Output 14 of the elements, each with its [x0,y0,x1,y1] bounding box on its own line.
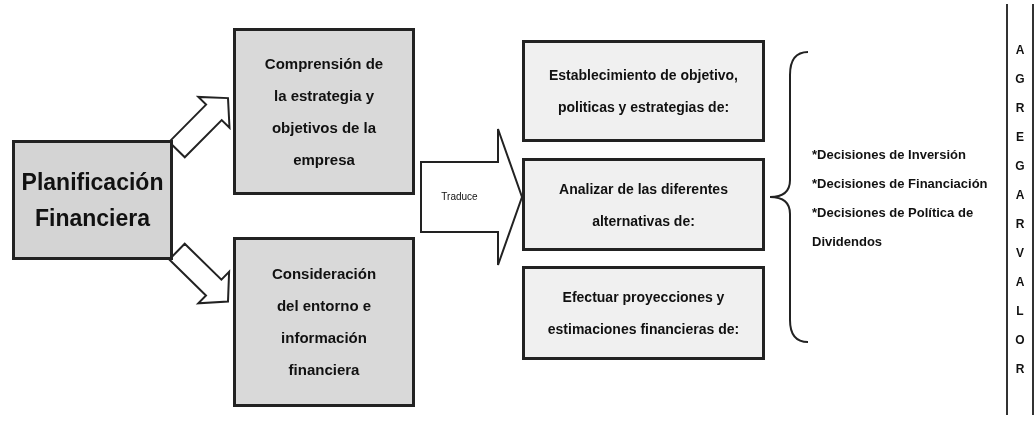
decision-item: *Decisiones de Financiación [812,175,989,193]
decision-item: *Decisiones de Inversión [812,146,967,164]
process-box: Planificación Financiera [12,140,173,260]
block-arrow [167,242,231,305]
process-box: Comprensión de la estrategia y objetivos de la empresa [233,28,415,195]
edge-label: Traduce [441,191,478,203]
decision-item: *Decisiones de Política de Dividendos [812,204,975,251]
block-arrow [167,95,231,159]
process-box: Establecimiento de objetivo, politicas y estrategias de: [522,40,765,142]
vertical-text-box: AGREGAR VALOR [1006,4,1034,415]
process-box: Efectuar proyecciones y estimaciones financieras de: [522,266,765,360]
block-arrow [420,128,524,266]
process-box: Consideración del entorno e información financiera [233,237,415,407]
process-box: Analizar de las diferentes alternativas de: [522,158,765,251]
